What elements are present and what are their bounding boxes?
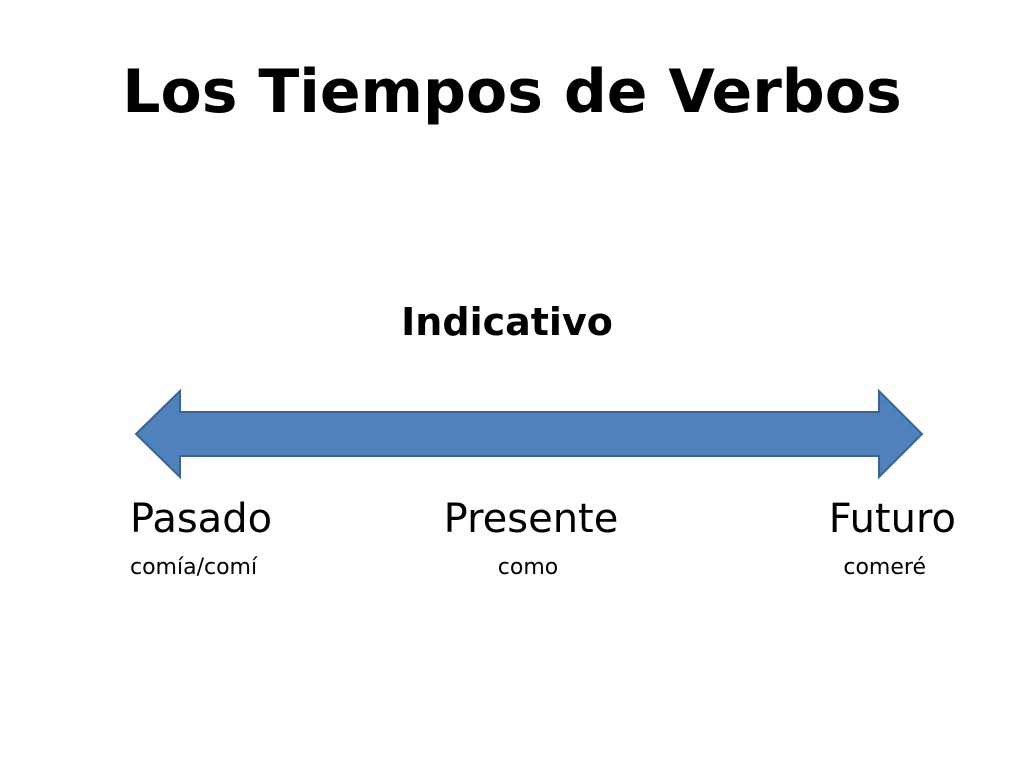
tense-label-futuro: Futuro: [828, 496, 956, 542]
example-form-pasado: comía/comí: [130, 555, 258, 580]
mood-label: Indicativo: [401, 300, 613, 344]
example-form-presente: como: [497, 555, 559, 580]
example-form-futuro: comeré: [843, 555, 926, 580]
tense-label-pasado: Pasado: [130, 496, 273, 542]
tense-label-presente: Presente: [443, 496, 619, 542]
double-arrow-shape: [134, 388, 924, 480]
slide-title: Los Tiempos de Verbos: [122, 57, 902, 127]
